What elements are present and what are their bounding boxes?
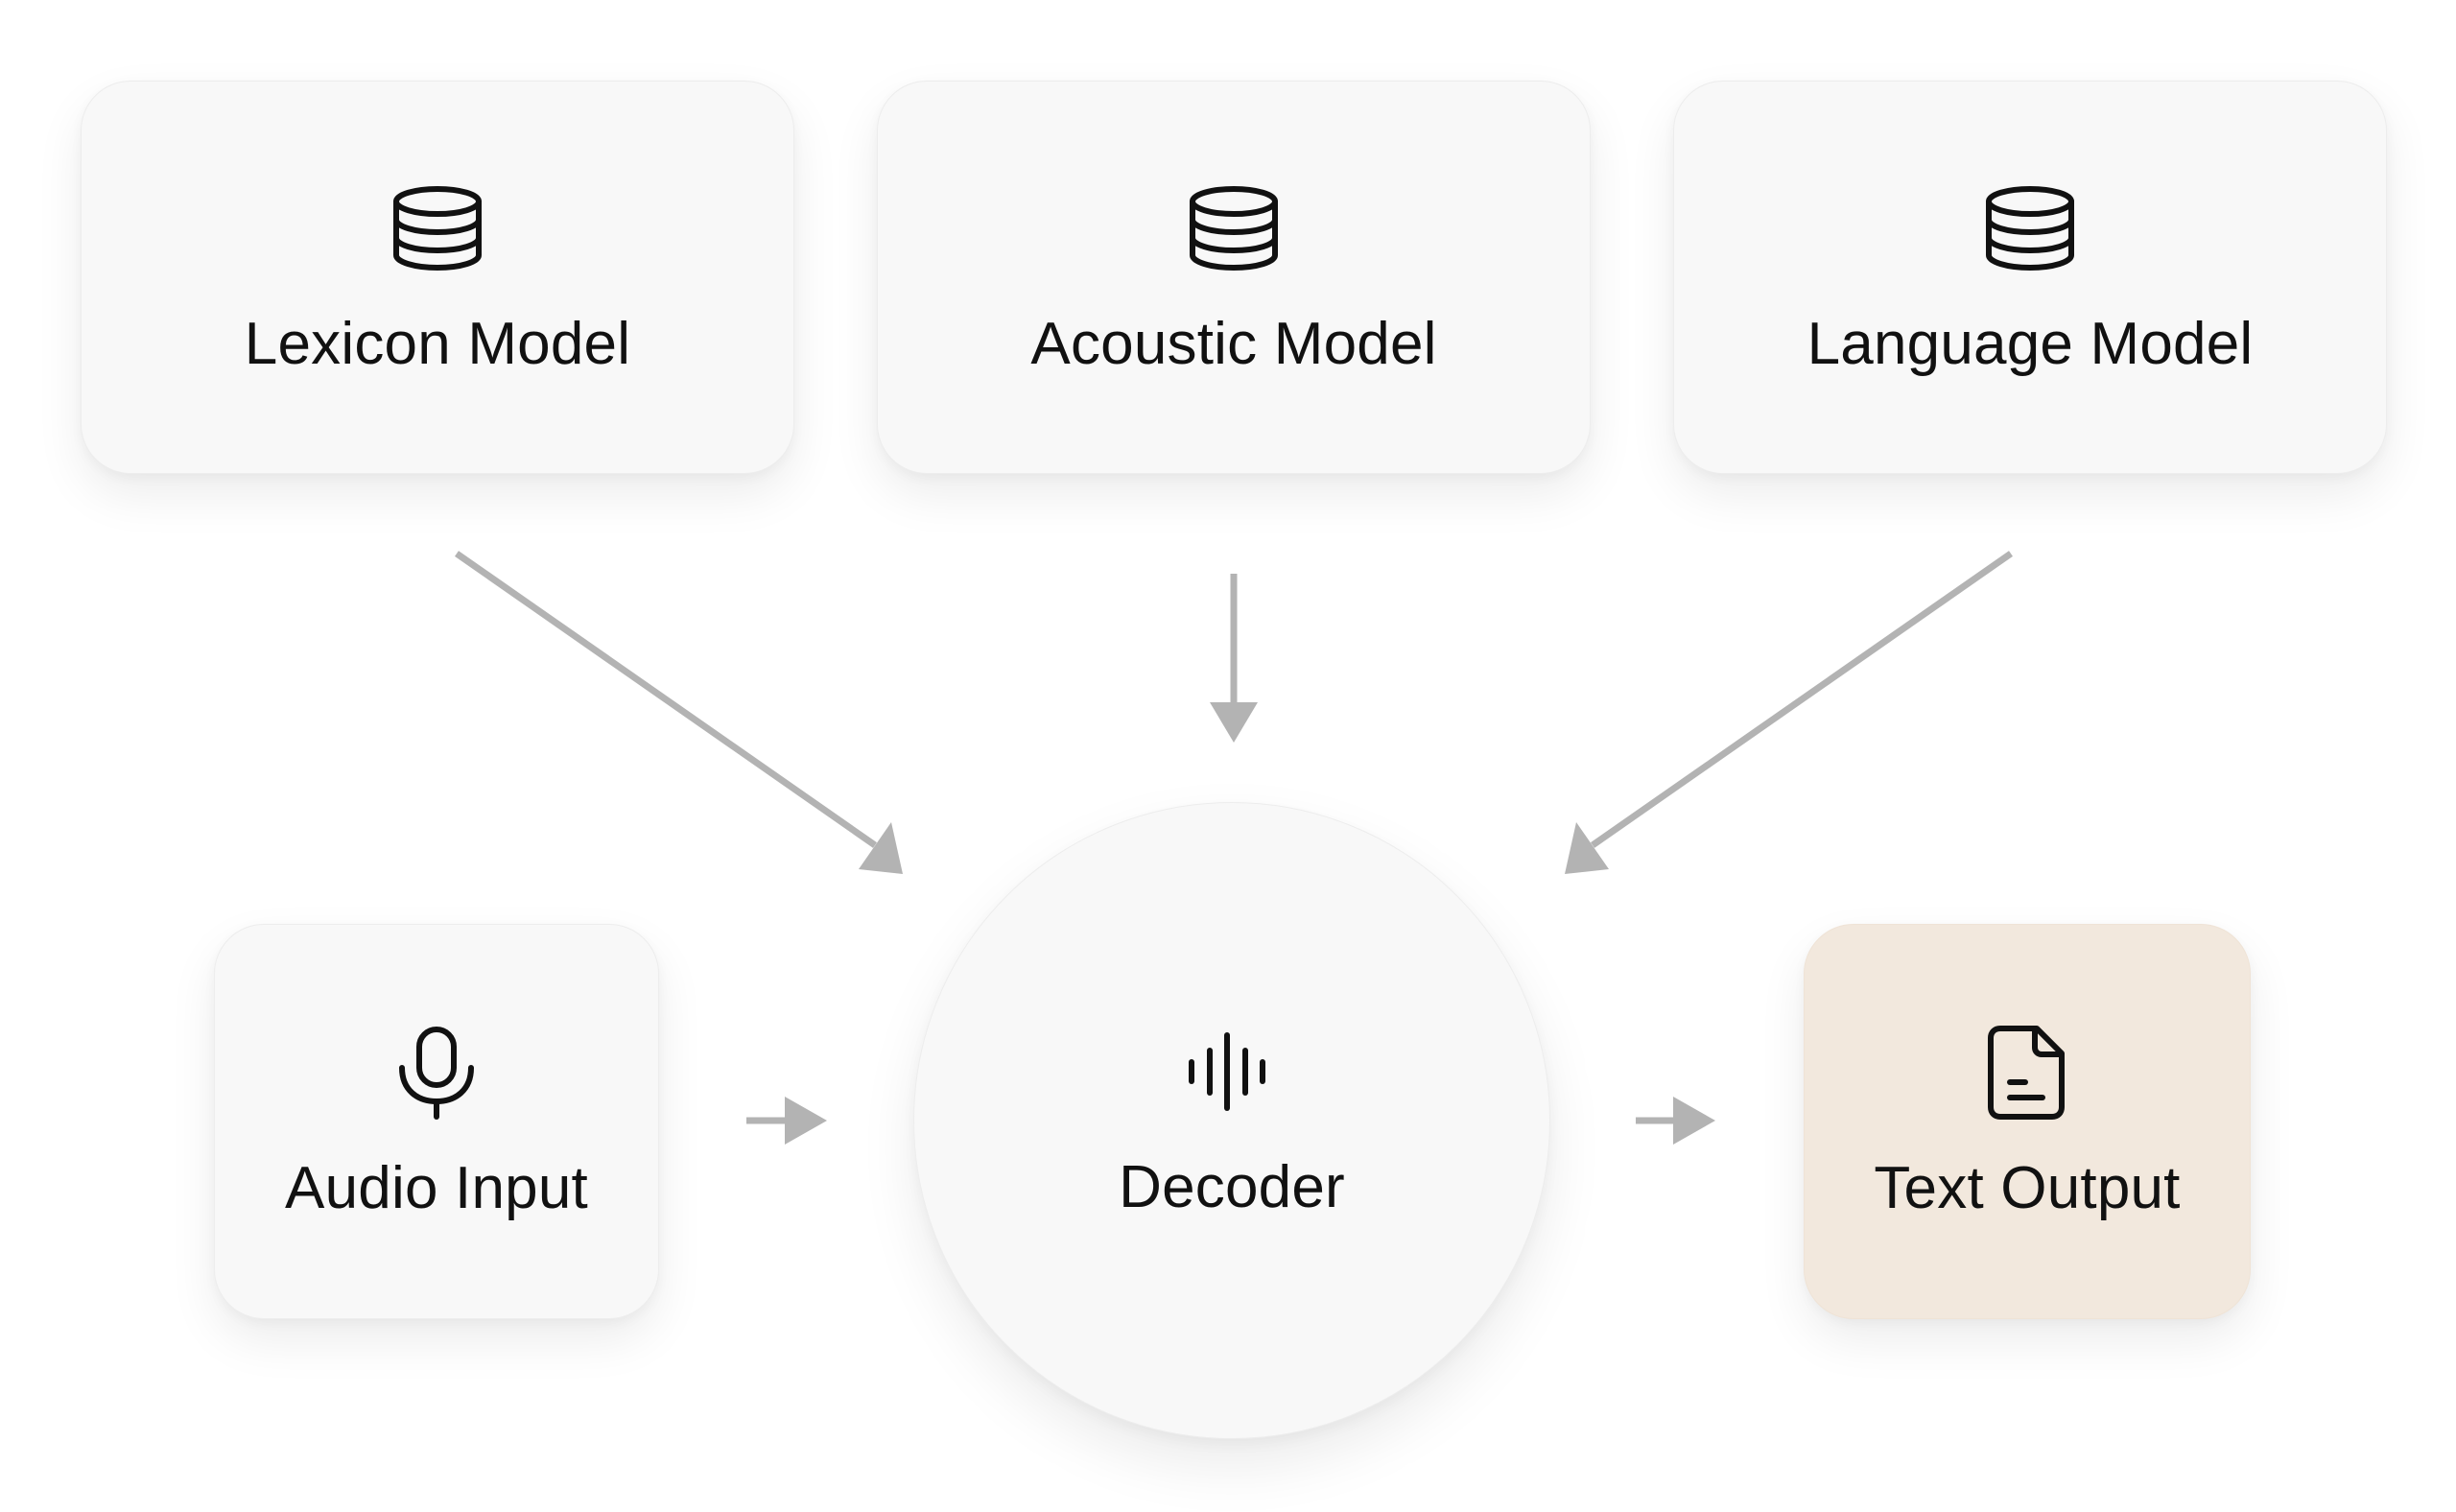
database-icon — [1986, 186, 2074, 271]
arrowhead-language — [1565, 822, 1609, 874]
language-model-label: Language Model — [1807, 311, 2254, 377]
microphone-icon — [399, 1027, 474, 1120]
acoustic-model-label: Acoustic Model — [1030, 311, 1437, 377]
database-icon — [393, 186, 482, 271]
database-icon — [1190, 186, 1278, 271]
lexicon-model-label: Lexicon Model — [244, 311, 631, 377]
waveform-icon — [1189, 1032, 1265, 1111]
arrowhead-audio — [785, 1097, 827, 1145]
decoder-node: Decoder — [913, 802, 1550, 1439]
audio-input-label: Audio Input — [285, 1155, 588, 1221]
text-output-node: Text Output — [1804, 924, 2251, 1319]
lexicon-model-node: Lexicon Model — [81, 81, 794, 474]
language-model-node: Language Model — [1673, 81, 2387, 474]
arrowhead-output — [1673, 1097, 1715, 1145]
arrow-lexicon-to-decoder — [454, 551, 878, 848]
acoustic-model-node: Acoustic Model — [877, 81, 1591, 474]
audio-input-node: Audio Input — [214, 924, 659, 1319]
document-icon — [1988, 1026, 2065, 1120]
arrowhead-lexicon — [859, 822, 903, 874]
decoder-label: Decoder — [1119, 1154, 1345, 1220]
arrow-language-to-decoder — [1590, 551, 2014, 848]
text-output-label: Text Output — [1874, 1155, 2181, 1221]
arrowhead-acoustic — [1210, 702, 1258, 743]
